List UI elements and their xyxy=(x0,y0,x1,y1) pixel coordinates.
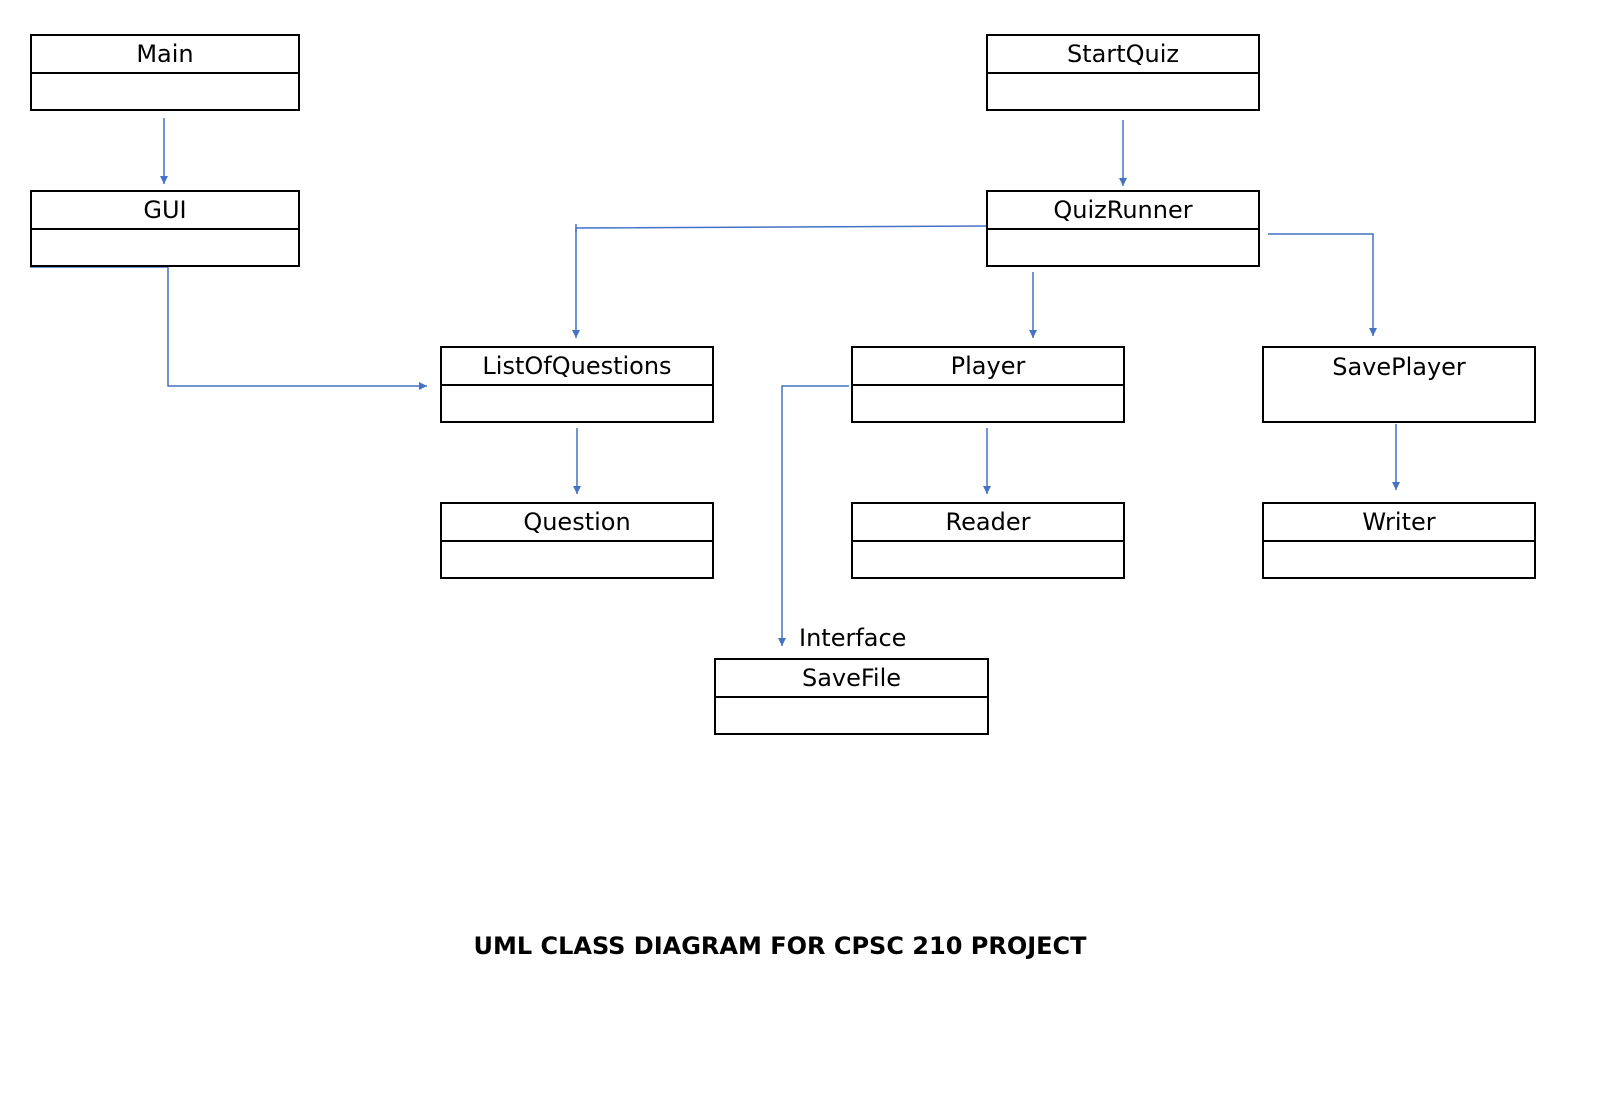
class-body xyxy=(716,698,987,735)
interface-stereotype: Interface xyxy=(799,624,907,652)
class-body xyxy=(1264,386,1534,423)
class-body xyxy=(442,386,712,423)
class-body xyxy=(988,74,1258,111)
class-question: Question xyxy=(440,502,714,579)
class-name: ListOfQuestions xyxy=(442,348,712,386)
class-body xyxy=(853,542,1123,579)
class-body xyxy=(853,386,1123,423)
class-name: SaveFile xyxy=(716,660,987,698)
class-name: GUI xyxy=(32,192,298,230)
class-body xyxy=(1264,542,1534,579)
class-reader: Reader xyxy=(851,502,1125,579)
player-to-savefile-arrow xyxy=(778,385,849,646)
class-body xyxy=(32,230,298,267)
class-name: Reader xyxy=(853,504,1123,542)
quizrunner-to-listofquestions-arrow xyxy=(572,225,987,338)
gui-to-listofquestions-arrow xyxy=(30,266,427,390)
class-quizrunner: QuizRunner xyxy=(986,190,1260,267)
class-body xyxy=(442,542,712,579)
class-name: Player xyxy=(853,348,1123,386)
class-name: StartQuiz xyxy=(988,36,1258,74)
quizrunner-to-saveplayer-arrow xyxy=(1268,233,1377,336)
class-gui: GUI xyxy=(30,190,300,267)
class-saveplayer: SavePlayer xyxy=(1262,346,1536,423)
class-main: Main xyxy=(30,34,300,111)
class-name: Question xyxy=(442,504,712,542)
class-writer: Writer xyxy=(1262,502,1536,579)
class-startquiz: StartQuiz xyxy=(986,34,1260,111)
class-name: Main xyxy=(32,36,298,74)
class-body xyxy=(988,230,1258,267)
class-player: Player xyxy=(851,346,1125,423)
class-savefile: SaveFile xyxy=(714,658,989,735)
class-name: SavePlayer xyxy=(1332,353,1466,381)
class-body xyxy=(32,74,298,111)
diagram-title: UML CLASS DIAGRAM FOR CPSC 210 PROJECT xyxy=(473,932,1087,960)
class-name: Writer xyxy=(1264,504,1534,542)
class-listofquestions: ListOfQuestions xyxy=(440,346,714,423)
class-name: QuizRunner xyxy=(988,192,1258,230)
